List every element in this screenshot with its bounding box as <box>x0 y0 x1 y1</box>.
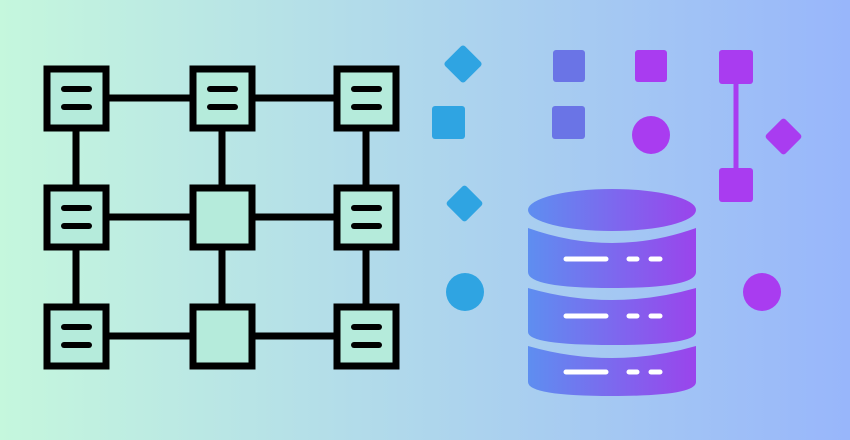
diamond-shape <box>446 185 483 222</box>
node-grid-network-icon <box>43 65 400 370</box>
database-layer <box>528 228 696 288</box>
node-box <box>333 303 400 370</box>
database-layer <box>528 288 696 345</box>
node-box <box>43 65 110 132</box>
floating-shapes <box>432 45 802 311</box>
node-box <box>43 184 110 251</box>
database-stack-icon <box>528 189 696 396</box>
node-box <box>189 65 256 132</box>
node-text-lines <box>61 86 382 348</box>
database-slots <box>563 256 663 375</box>
square-shape <box>432 106 465 139</box>
square-shape <box>553 50 585 82</box>
node-box <box>43 303 110 370</box>
database-layer <box>528 346 696 396</box>
node-box <box>189 184 256 251</box>
circle-shape <box>446 273 484 311</box>
node-box <box>333 184 400 251</box>
circle-shape <box>632 116 670 154</box>
network-nodes <box>43 65 400 370</box>
network-connectors <box>72 94 370 340</box>
node-box <box>333 65 400 132</box>
database-top-disk <box>528 189 696 231</box>
square-shape <box>719 168 753 202</box>
square-shape <box>635 50 667 82</box>
node-box <box>189 303 256 370</box>
diamond-shape <box>765 118 802 155</box>
square-shape <box>552 106 585 139</box>
square-shape <box>719 50 753 84</box>
diamond-shape <box>444 45 482 83</box>
circle-shape <box>743 273 781 311</box>
